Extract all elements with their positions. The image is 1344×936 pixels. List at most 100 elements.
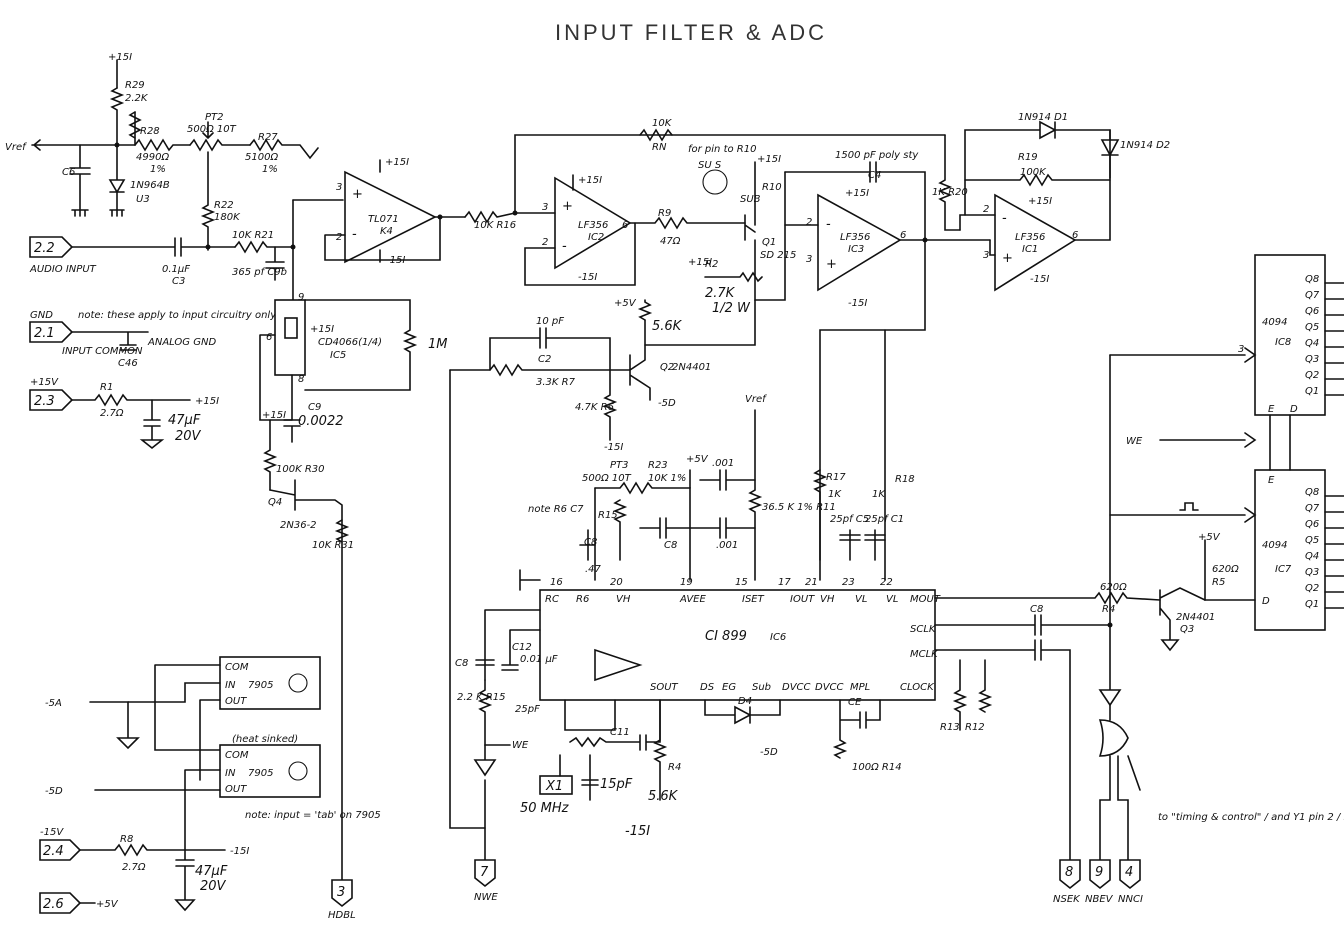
ic5-ref: IC5: [330, 350, 346, 361]
ic6-pin-iout: IOUT: [790, 594, 815, 605]
plus15i-r2: +15I: [688, 257, 712, 268]
ic6-pin-mpl: MPL: [850, 682, 870, 693]
r4-label: R4: [668, 762, 681, 773]
k4-pin-minus: 2: [336, 232, 342, 243]
c12-value: 0.01 μF: [520, 654, 558, 665]
ic1-pin-minus: 2: [983, 204, 989, 215]
r7-label: 3.3K R7: [536, 377, 576, 388]
q1-part: SD 215: [760, 250, 796, 261]
q4-part: 2N36-2: [280, 520, 317, 531]
ic6-pinnum-22: 22: [880, 577, 893, 588]
ic2-minus-sign: -: [562, 239, 567, 254]
r12-label: R12: [965, 722, 985, 733]
plus5v-label-b: +5V: [686, 454, 709, 465]
reg2-part: 7905: [248, 768, 273, 779]
c5-label: 25pf C5: [830, 514, 869, 525]
vref-input-label: Vref: [5, 142, 27, 153]
shift-register-ic7: 4094 IC7 Q8 Q7 Q6 Q5 Q4 Q3 Q2 Q1 E D WE …: [1109, 414, 1344, 631]
vref-label: Vref: [745, 394, 767, 405]
note-timing: to "timing & control" / and Y1 pin 2 / I…: [1158, 812, 1344, 823]
r20-label: 1K R20: [932, 187, 968, 198]
conn-b3-label: 4: [1125, 865, 1133, 880]
ic8-q8: Q8: [1305, 274, 1319, 285]
c2-ref: C2: [538, 354, 551, 365]
pt2-value: 500Ω 10T: [187, 124, 237, 135]
vref-input-network: Vref +15I R29 2.2K C6 1N964B U3 R28 4990…: [5, 52, 319, 251]
ic7-q2: Q2: [1305, 583, 1319, 594]
r8-label: R8: [120, 834, 133, 845]
zener-label: 1N964B: [130, 180, 170, 191]
analog-gnd-label: ANALOG GND: [147, 337, 216, 348]
r2-label: R2: [705, 259, 718, 270]
c1-label: 25pf C1: [865, 514, 904, 525]
reg1-part: 7905: [248, 680, 273, 691]
reg1-out: OUT: [225, 696, 247, 707]
ic5-pin6: 6: [266, 332, 272, 343]
conn-22-label: 2.2: [34, 241, 55, 256]
ic8-q7: Q7: [1305, 290, 1320, 301]
k4-ref: K4: [380, 226, 393, 237]
r-top-value: 10K: [652, 118, 673, 129]
conn-3-label: 3: [337, 885, 345, 900]
conn-b2-label: 9: [1095, 865, 1103, 880]
q2-section: 3.3K R7 10 pF C2 4.7K R6 -15I Q2 2N4401 …: [449, 298, 756, 829]
r17-label: R17: [826, 472, 846, 483]
r16-label: 10K R16: [474, 220, 516, 231]
r-top-ref: RN: [652, 142, 667, 153]
page-title: INPUT FILTER & ADC: [555, 20, 827, 45]
adc-ic6: CI 899 IC6 RC R6 VH AVEE ISET IOUT VH VL…: [455, 569, 993, 839]
note-input: note: these apply to input circuitry onl…: [78, 310, 277, 321]
ic2-pin-out: 6: [622, 220, 628, 231]
ic1-pin-plus: 3: [983, 250, 989, 261]
ic7-q3: Q3: [1305, 567, 1319, 578]
ic3-minus-sign: -: [826, 217, 831, 232]
c12-label: C12: [512, 642, 532, 653]
adc-bias-network: PT3 500Ω 10T R23 10K 1% +5V R15 C8 .47 C…: [528, 329, 915, 581]
ic8-ref: IC8: [1275, 337, 1291, 348]
signal-connectors-bottom: 3 HDBL 7 NWE 8 NSEK 9 NBEV 4 NNCI: [328, 744, 1143, 921]
r28-label: R28: [140, 126, 160, 137]
k4-plus-sign: +: [352, 187, 363, 202]
c2-label: 10 pF: [536, 316, 564, 327]
ic6-pin-vl: VL: [855, 594, 867, 605]
r17-value: 1K: [828, 489, 842, 500]
ic3-pin-plus: 3: [806, 254, 812, 265]
note-r10: for pin to R10: [688, 144, 756, 155]
switch-ic5: 9 6 8 +15I CD4066(1/4) IC5 1M C9 0.0022 …: [259, 292, 448, 881]
c47b-volt: 20V: [200, 879, 227, 894]
minus15i-c-label: -15I: [625, 824, 650, 839]
ic7-q1: Q1: [1305, 599, 1319, 610]
note-r6: note R6 C7: [528, 504, 584, 515]
c4-label: 1500 pF poly sty: [835, 150, 919, 161]
c9b-label: 365 pf C9b: [232, 267, 287, 278]
x1-freq: 50 MHz: [520, 801, 570, 816]
ic6-pinnum-16: 16: [550, 577, 563, 588]
plus5v-q2: +5V: [614, 298, 637, 309]
r13-label: R13: [940, 722, 960, 733]
ic6-pinnum-20: 20: [610, 577, 623, 588]
r22-value: 180K: [214, 212, 241, 223]
op-amp-ic2: + - LF356 IC2 3 2 6 +15I -15I 10K RN R9 …: [512, 118, 946, 286]
ic8-q4: Q4: [1305, 338, 1319, 349]
ic3-plus-sign: +: [826, 257, 837, 272]
ic6-pin-sout: SOUT: [650, 682, 679, 693]
ic8-q1: Q1: [1305, 386, 1319, 397]
minus5d-b-label: -5D: [45, 786, 63, 797]
ic6-pin-sclk: SCLK: [910, 624, 937, 635]
r10-supply: +15I: [757, 154, 781, 165]
nwe-label: NWE: [474, 892, 498, 903]
r19-label: R19: [1018, 152, 1038, 163]
ic2-pin-minus: 2: [542, 237, 548, 248]
ic3-pin-minus: 2: [806, 217, 812, 228]
q4-label: Q4: [268, 497, 282, 508]
ic2-vneg: -15I: [578, 272, 597, 283]
c46-label: C46: [118, 358, 138, 369]
r30-label: 100K R30: [276, 464, 325, 475]
ic7-part: 4094: [1262, 540, 1287, 551]
ic7-q5: Q5: [1305, 535, 1319, 546]
pt3-value: 500Ω 10T: [582, 473, 632, 484]
plus5v-r5: +5V: [1198, 532, 1221, 543]
r2-value: 2.7K: [705, 286, 736, 301]
r6-label: 4.7K R6: [575, 402, 614, 413]
c3-value: 0.1μF: [162, 264, 190, 275]
